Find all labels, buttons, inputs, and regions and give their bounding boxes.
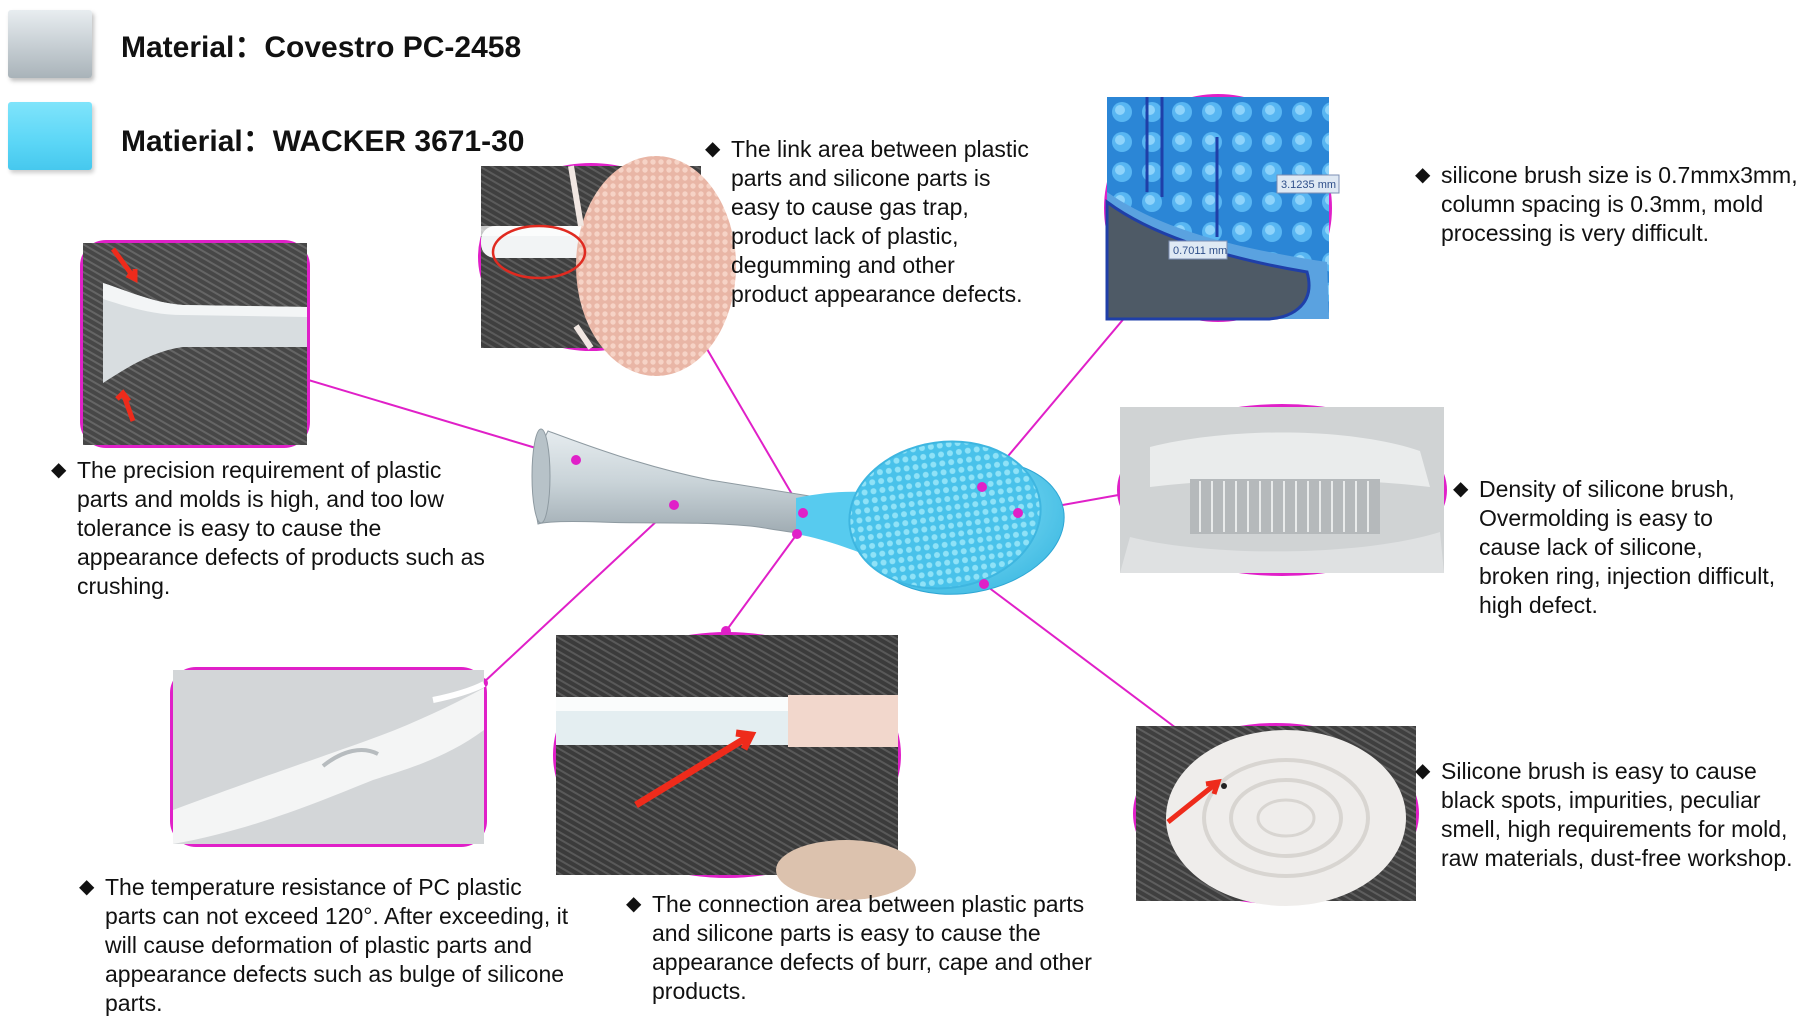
temperature-bulge-photo: [170, 667, 487, 847]
brush-pins-cad-photo: 3.1235 mm 0.7011 mm: [1104, 94, 1340, 322]
diamond-bullet-icon: ◆: [1453, 478, 1469, 500]
note-temperature: ◆ The temperature resistance of PC plast…: [79, 874, 569, 1016]
diamond-bullet-icon: ◆: [1415, 164, 1431, 186]
note-density: ◆ Density of silicone brush, Overmolding…: [1453, 476, 1776, 618]
connection-burr-photo: [553, 632, 916, 900]
silicone-material-swatch: [8, 102, 92, 170]
link-area-photo: [478, 156, 736, 376]
density-photo: [1117, 404, 1447, 576]
toothbrush-head-model: [531, 428, 1065, 595]
crushing-defect-photo: [80, 240, 310, 448]
diamond-bullet-icon: ◆: [626, 893, 642, 915]
note-black-spots: ◆ Silicone brush is easy to cause black …: [1415, 758, 1793, 871]
dimension-label-2: 0.7011 mm: [1173, 245, 1227, 257]
black-spots-photo: [1133, 723, 1419, 906]
note-connection: ◆ The connection area between plastic pa…: [626, 891, 1092, 1004]
diamond-bullet-icon: ◆: [705, 138, 721, 160]
note-brush-size: ◆ silicone brush size is 0.7mmx3mm, colu…: [1415, 162, 1798, 246]
callout-lines: [304, 283, 1181, 732]
diamond-bullet-icon: ◆: [79, 876, 95, 898]
material-label-pc: Material：Covestro PC-2458: [121, 31, 522, 64]
note-precision: ◆ The precision requirement of plastic p…: [51, 457, 485, 599]
diamond-bullet-icon: ◆: [51, 459, 67, 481]
pc-material-swatch: [8, 10, 92, 78]
note-link-area: ◆ The link area between plastic parts an…: [705, 136, 1029, 307]
diamond-bullet-icon: ◆: [1415, 760, 1431, 782]
dimension-label-1: 3.1235 mm: [1281, 179, 1336, 191]
material-label-silicone: Matierial：WACKER 3671-30: [121, 125, 525, 158]
